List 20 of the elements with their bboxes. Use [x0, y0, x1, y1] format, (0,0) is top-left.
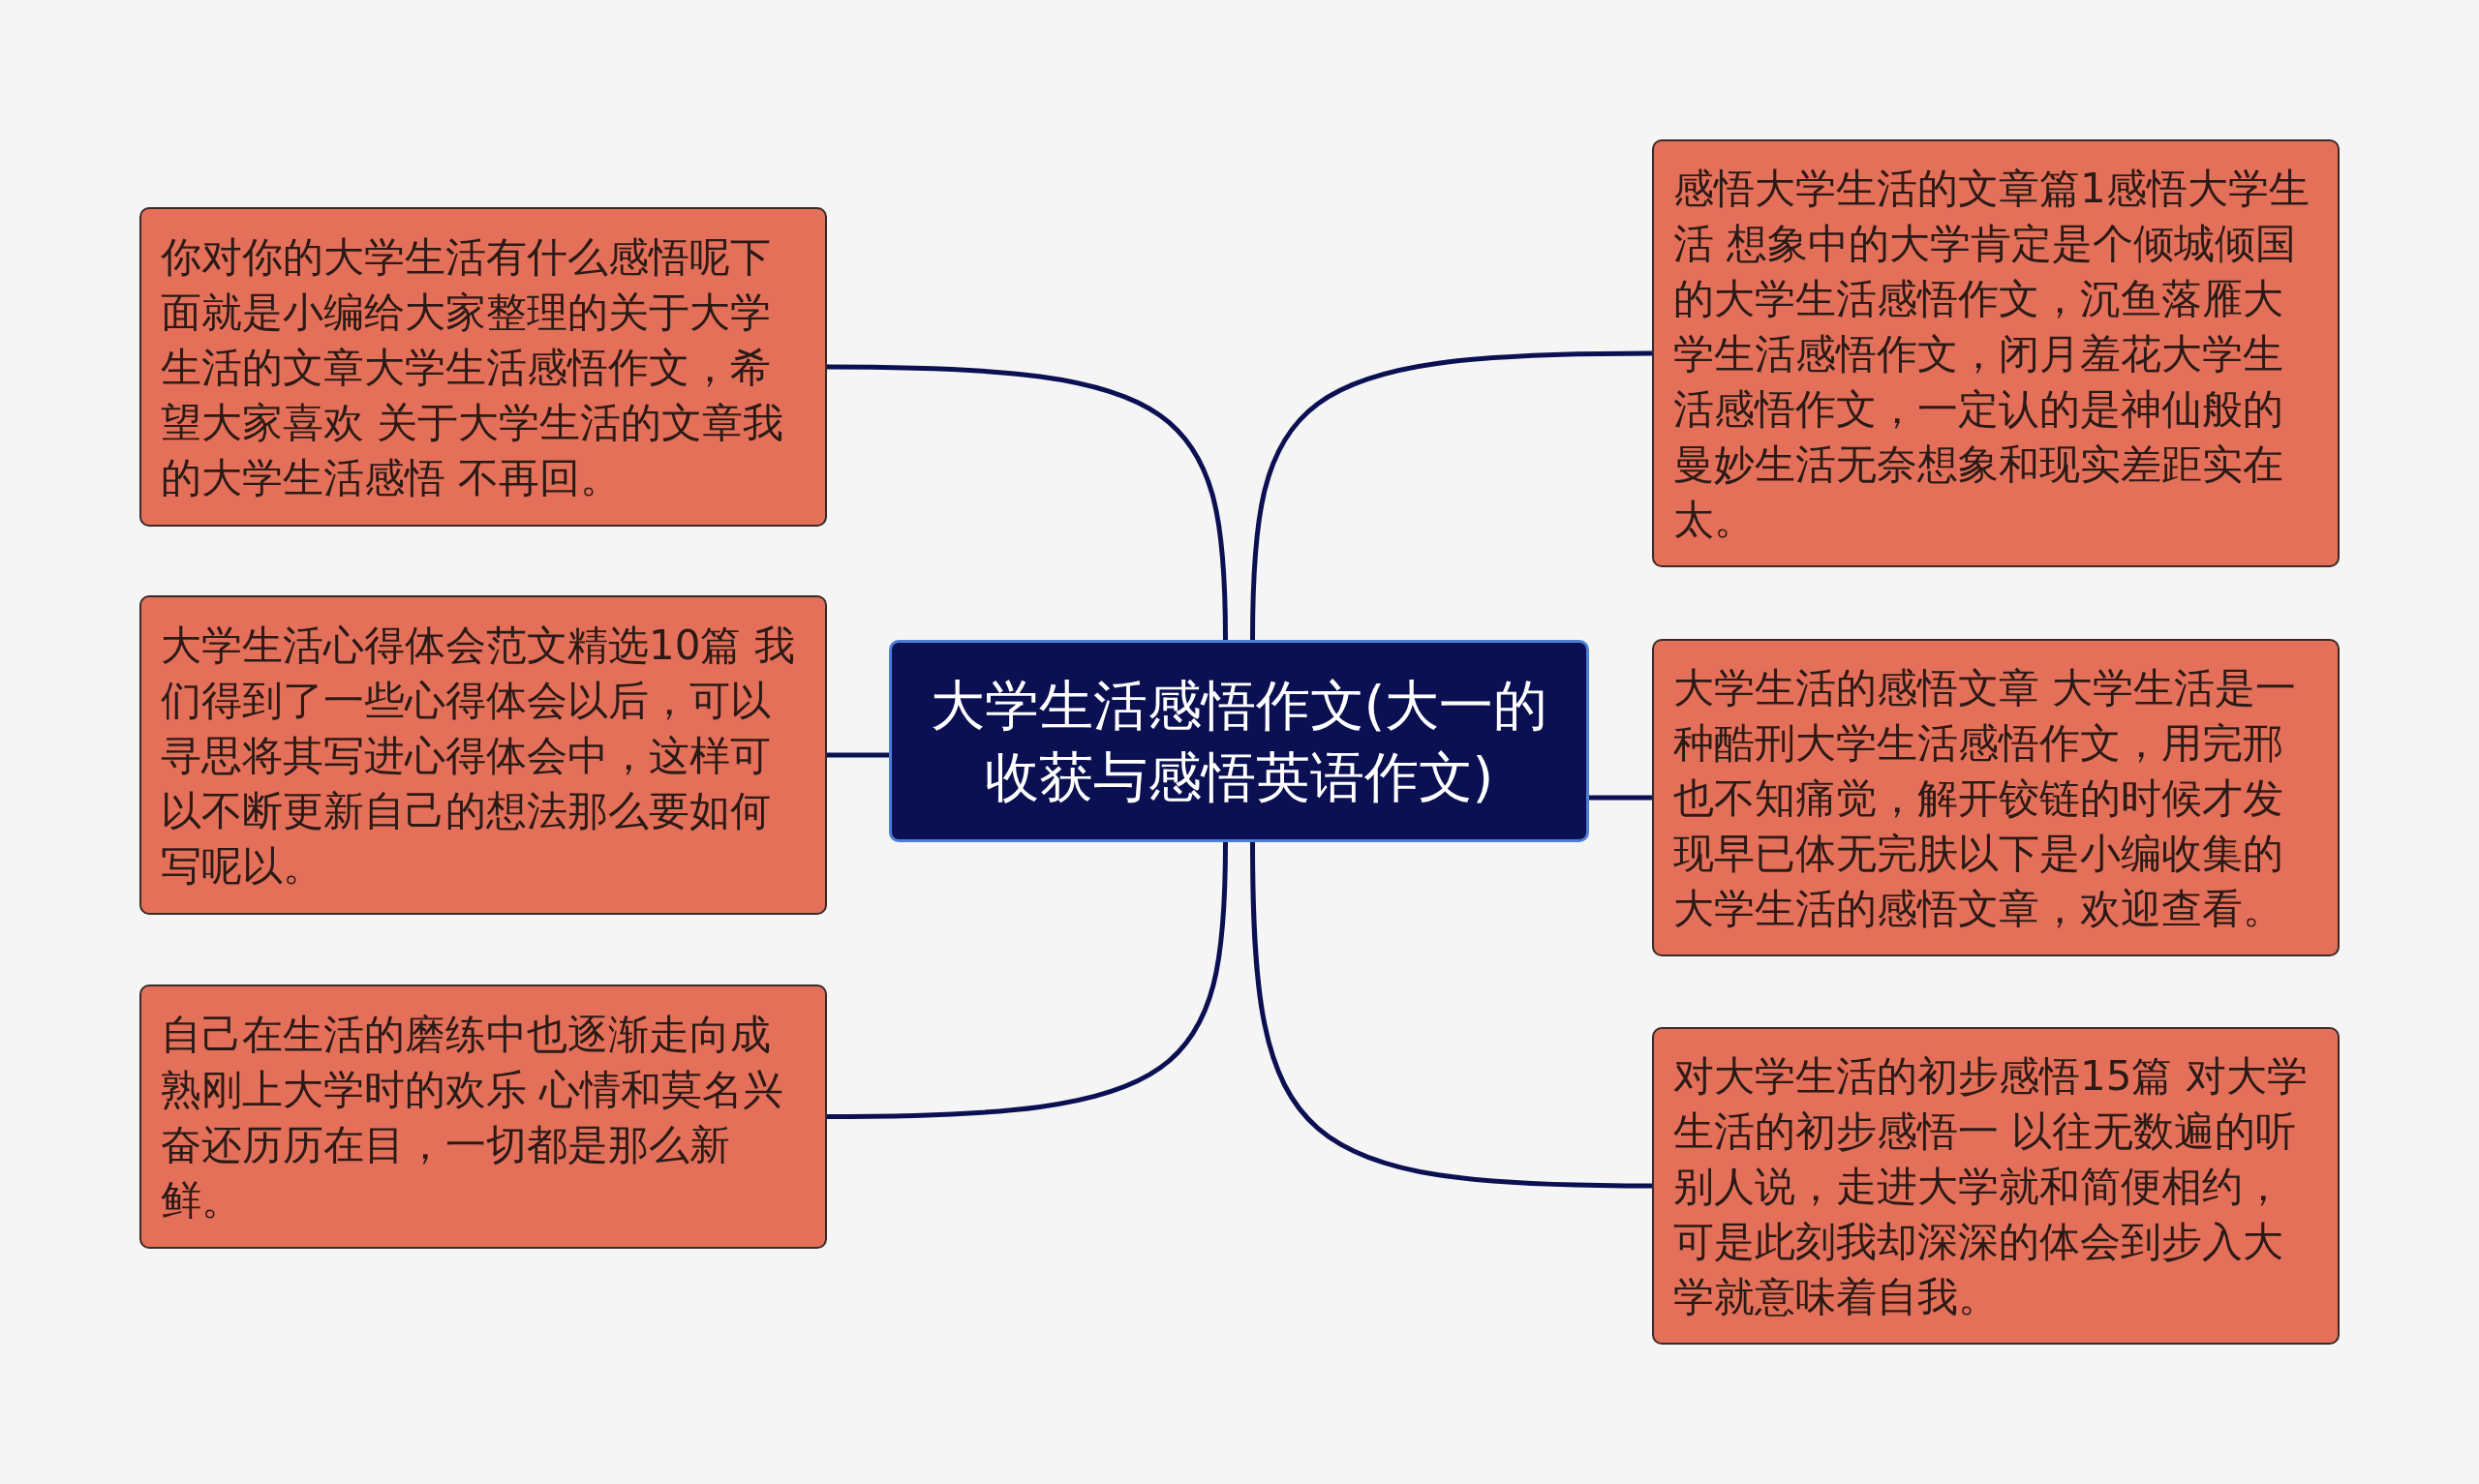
- central-topic-box: [889, 640, 1589, 842]
- connector-line: [826, 841, 1228, 1119]
- topic-box: [139, 984, 827, 1249]
- topic-box: [139, 207, 827, 527]
- topic-text: 自己在生活的磨练中也逐渐走向成熟刚上大学时的欢乐 心情和莫名兴奋还历历在目，一切都是那么新鲜。: [161, 1009, 785, 1226]
- topic-text: 你对你的大学生活有什么感悟呢下面就是小编给大家整理的关于大学生活的文章大学生活感悟作文，希望大家喜欢 关于大学生活的文章我的大学生活感悟 不再回。: [161, 231, 785, 503]
- topic-box: [1652, 639, 2340, 956]
- connector-line: [826, 364, 1228, 641]
- connector-line: [827, 752, 889, 758]
- topic-text: 对大学生活的初步感悟15篇 对大学生活的初步感悟一 以往无数遍的听别人说，走进大学就和简便相约，可是此刻我却深深的体会到步入大学就意味着自我。: [1673, 1050, 2309, 1322]
- topic-box: [1652, 1027, 2340, 1345]
- connector-line: [1589, 795, 1652, 801]
- topic-box: [1652, 139, 2340, 567]
- topic-text: 大学生活心得体会范文精选10篇 我们得到了一些心得体会以后，可以寻思将其写进心得体会中，这样可以不断更新自己的想法那么要如何写呢以。: [161, 620, 796, 892]
- connector-line: [1250, 841, 1653, 1189]
- topic-text: 大学生活的感悟文章 大学生活是一种酷刑大学生活感悟作文，用完邢也不知痛觉，解开铰链的时候才发现早已体无完肤以下是小编收集的大学生活的感悟文章，欢迎查看。: [1673, 662, 2298, 934]
- topic-text: 大学生活感悟作文(大一的收获与感悟英语作文): [929, 672, 1549, 810]
- topic-text: 感悟大学生活的文章篇1感悟大学生活 想象中的大学肯定是个倾城倾国的大学生活感悟作文，沉鱼落雁大学生活感悟作文，闭月羞花大学生活感悟作文，一定认的是神仙般的曼妙生活无奈想象和现实差距实在太。: [1673, 163, 2311, 545]
- topic-box: [139, 595, 827, 915]
- connector-line: [1250, 350, 1653, 641]
